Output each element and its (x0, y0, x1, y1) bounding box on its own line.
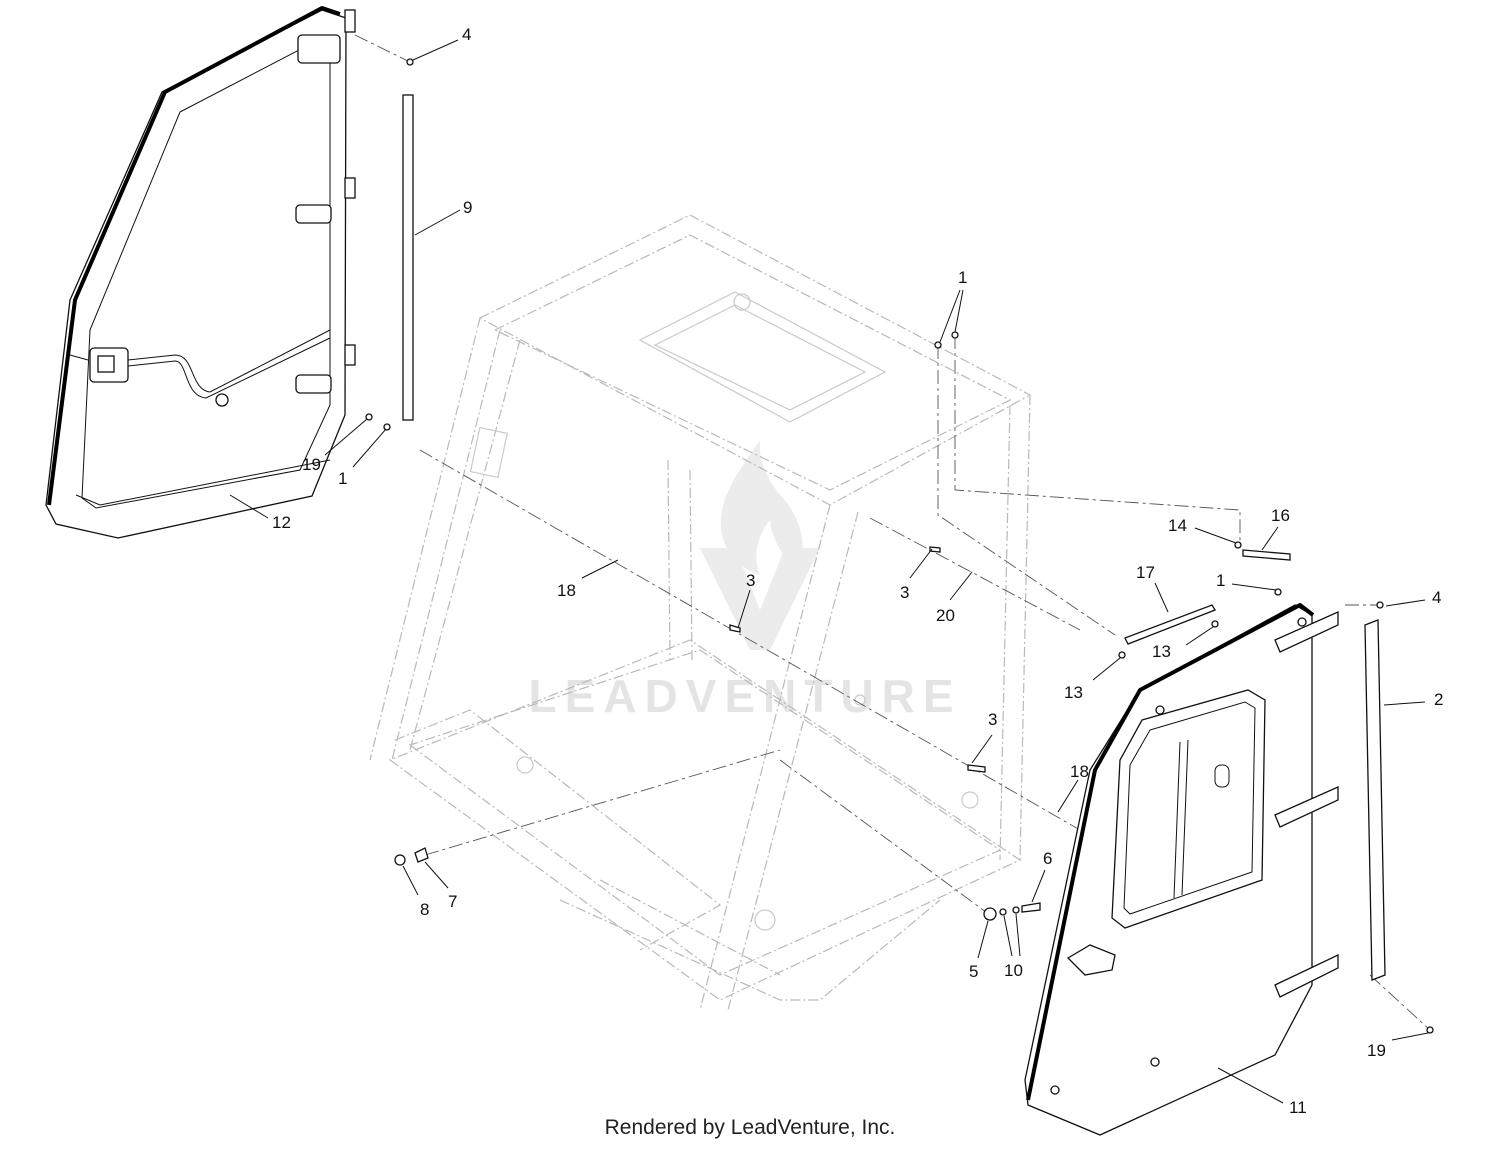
gas-strut-16 (1242, 549, 1291, 561)
callout-10: 10 (1004, 961, 1023, 980)
washer-icon (983, 907, 997, 921)
hinge-plate-icon (297, 34, 341, 64)
callout-13: 13 (1064, 683, 1083, 702)
watermark-flame-icon (720, 440, 803, 580)
hinge-plate-icon (295, 204, 332, 224)
hinge-icon (1274, 953, 1339, 998)
callout-3: 3 (900, 583, 909, 602)
hinge-icon (344, 177, 356, 199)
callout-2: 2 (1434, 690, 1443, 709)
pin-icon (967, 764, 986, 773)
callout-9: 9 (463, 198, 472, 217)
watermark-v-icon (700, 548, 820, 650)
callout-1: 1 (338, 469, 347, 488)
callout-14: 14 (1168, 516, 1187, 535)
phantom-lines (354, 34, 1431, 1031)
callout-17: 17 (1136, 563, 1155, 582)
callout-1: 1 (958, 268, 967, 287)
bracket-icon (414, 847, 429, 863)
pin-icon (929, 546, 941, 553)
callout-20: 20 (936, 606, 955, 625)
hinge-strip-2 (1364, 619, 1386, 981)
pin-icon (1376, 601, 1384, 609)
nut-icon (394, 854, 406, 866)
callout-1: 1 (1216, 571, 1225, 590)
right-door (1024, 603, 1339, 1136)
screw-icon (365, 413, 373, 421)
callouts: 4 9 19 1 12 1 18 3 3 20 14 16 17 1 4 13 … (272, 25, 1443, 1117)
screw-icon (1426, 1026, 1434, 1034)
callout-19: 19 (1367, 1041, 1386, 1060)
bolt-icon (1021, 902, 1041, 913)
leader-lines (229, 39, 1429, 1104)
callout-5: 5 (969, 962, 978, 981)
washer-icon (1012, 906, 1020, 914)
callout-3: 3 (988, 710, 997, 729)
callout-4: 4 (462, 25, 471, 44)
washer-icon (999, 908, 1007, 916)
watermark: LEADVENTURE (528, 440, 961, 722)
bolt-icon (934, 341, 942, 349)
callout-16: 16 (1271, 506, 1290, 525)
callout-18: 18 (1070, 762, 1089, 781)
hinge-icon (344, 9, 356, 33)
callout-18: 18 (557, 581, 576, 600)
callout-19: 19 (302, 455, 321, 474)
hinge-plate-icon (295, 374, 332, 394)
hinge-icon (1274, 785, 1339, 828)
watermark-text: LEADVENTURE (528, 670, 961, 722)
left-door (45, 6, 356, 539)
hinge-icon (1274, 610, 1339, 653)
footer-credit: Rendered by LeadVenture, Inc. (604, 1116, 896, 1139)
latch-handle-icon (97, 355, 115, 373)
cab-frame (369, 214, 1032, 1011)
bolt-icon (951, 331, 959, 339)
callout-11: 11 (1289, 1098, 1307, 1117)
callout-6: 6 (1043, 849, 1052, 868)
callout-4: 4 (1432, 588, 1441, 607)
callout-12: 12 (272, 513, 291, 532)
callout-13: 13 (1152, 642, 1171, 661)
door-latch-icon (1066, 944, 1116, 976)
hinge-strip-9 (402, 94, 414, 421)
gas-strut-17 (1124, 604, 1216, 645)
pin-icon (729, 624, 741, 633)
callout-3: 3 (746, 571, 755, 590)
screw-icon (383, 423, 391, 431)
pin-icon (406, 58, 414, 66)
hinge-icon (344, 344, 356, 366)
callout-8: 8 (420, 900, 429, 919)
callout-7: 7 (448, 892, 457, 911)
